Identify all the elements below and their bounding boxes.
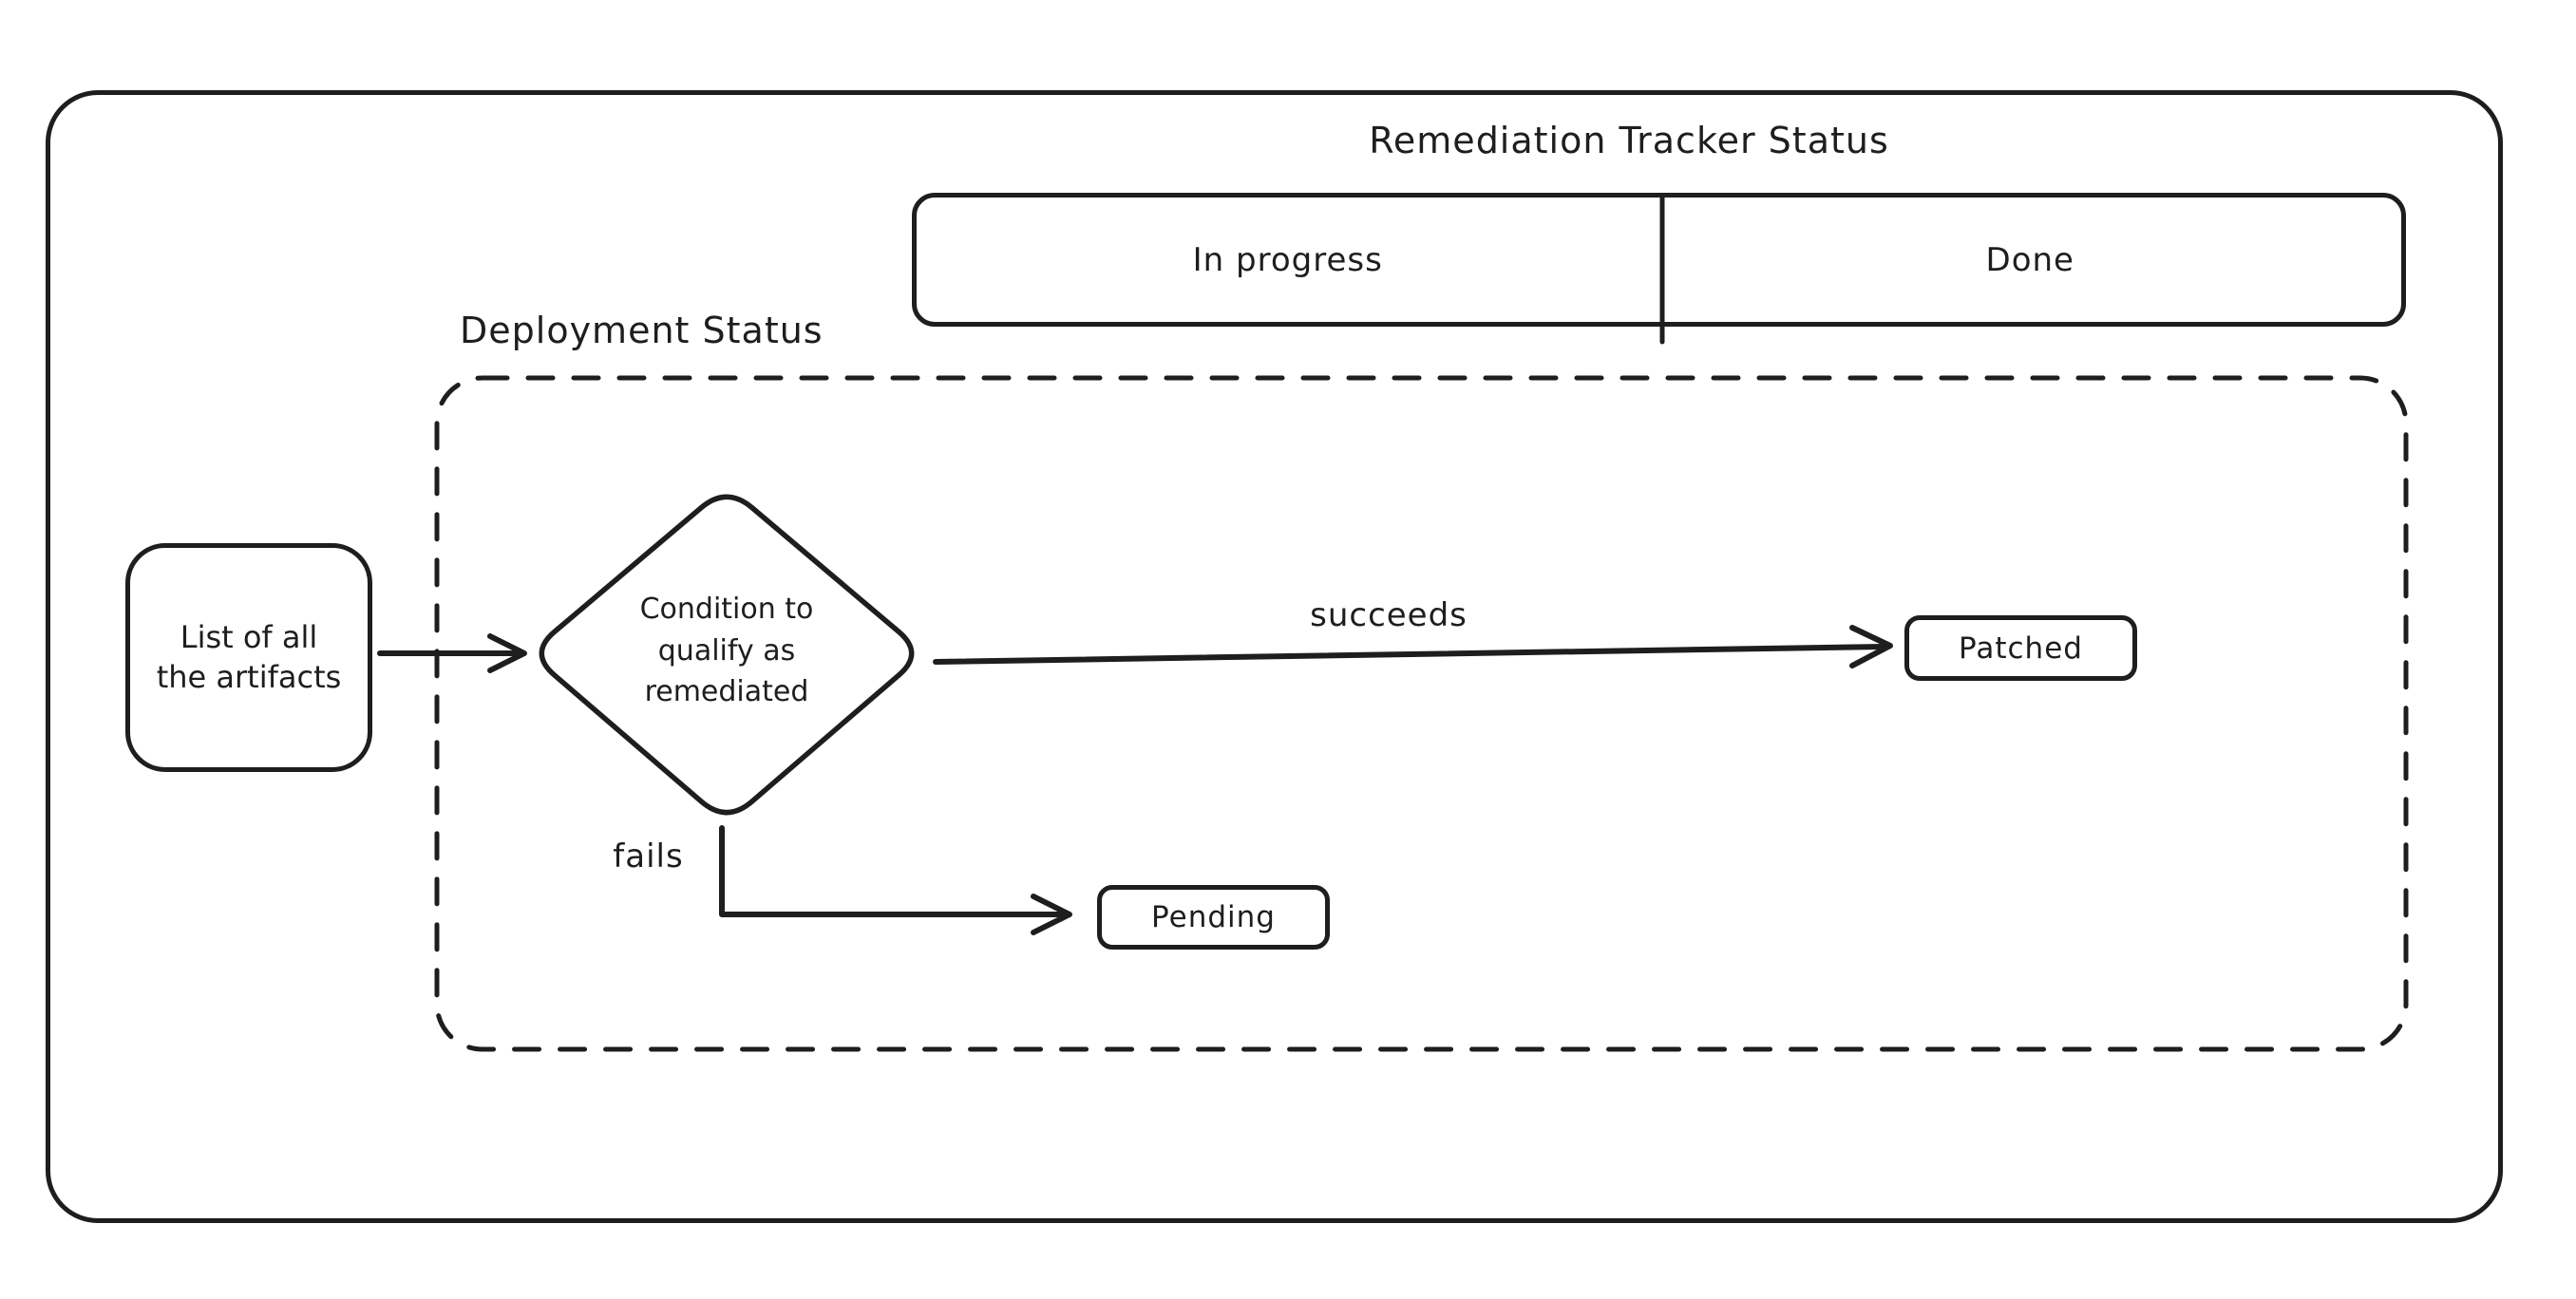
artifacts-node-line1: List of all <box>180 618 318 655</box>
condition-line3: remediated <box>644 675 809 708</box>
diagram-title: Remediation Tracker Status <box>1369 120 1889 161</box>
tracker-cell-done: Done <box>1985 240 2074 279</box>
outer-frame <box>46 90 2503 1223</box>
tracker-cell-in-progress: In progress <box>1192 240 1383 279</box>
patched-node-label: Patched <box>1959 631 2083 666</box>
deployment-status-label: Deployment Status <box>460 310 824 351</box>
pending-node-label: Pending <box>1151 900 1276 934</box>
pending-node: Pending <box>1097 885 1330 950</box>
artifacts-node-line2: the artifacts <box>156 658 342 695</box>
fails-edge-label: fails <box>613 838 684 875</box>
condition-line1: Condition to <box>639 593 814 626</box>
succeeds-edge-label: succeeds <box>1310 596 1468 634</box>
condition-line2: qualify as <box>657 633 796 668</box>
tracker-status-box: In progress Done <box>912 193 2406 327</box>
artifacts-node: List of all the artifacts <box>125 543 372 772</box>
condition-diamond-text: Condition to qualify as remediated <box>570 589 883 713</box>
patched-node: Patched <box>1904 615 2137 681</box>
